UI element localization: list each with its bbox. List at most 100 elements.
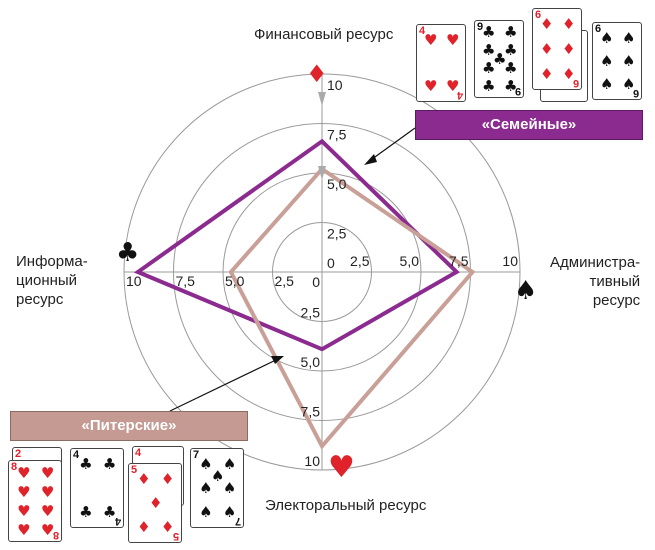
card-pip-icon: ♦ [562,15,576,34]
tick-label-up: 10 [327,77,343,93]
card-pip-icon: ♥ [40,520,55,539]
axis-arrow [318,92,326,106]
card-pip-icon: ♠ [199,479,213,497]
card-pip-icon: ♥ [40,464,55,483]
card-pip-icon: ♦ [137,470,151,488]
callout-line-semeynye [367,127,416,163]
card-rank: 4 [135,447,142,459]
tick-label-up: 2,5 [327,226,347,242]
callout-line-piterskie [169,357,281,412]
card-pip-icon: ♠ [622,52,636,70]
tick-label-center: 0 [312,274,320,290]
spade-suit-icon: ♠ [514,276,538,306]
card-pip-icon: ♣ [102,455,117,473]
card-pip-icon: ♠ [199,455,213,473]
axis-title-bottom: Электоральный ресурс [265,497,427,514]
card-pip-icon: ♦ [562,40,576,58]
card-pip-icon: ♣ [482,41,496,60]
callout-arrowhead [271,356,284,364]
callout-arrowhead [364,154,377,165]
card-pip-icon: ♦ [540,15,554,34]
card-pip-icon: ♠ [600,28,614,47]
tick-label-center: 0 [327,255,335,271]
card-pip-icon: ♦ [160,518,175,536]
card-rank: 5 [131,464,138,476]
tick-label-right: 2,5 [350,253,370,269]
card-rank: 6 [535,9,542,21]
card-pip-icon: ♦ [540,64,554,83]
card-rank: 4 [419,25,426,37]
club-suit-icon: ♣ [116,238,140,268]
card-pip-icon: ♣ [79,455,93,473]
card-pip-icon: ♦ [562,64,576,83]
card-pip-icon: ♣ [504,41,518,60]
series-label-piterskie: «Питерские» [10,411,248,441]
diamond-suit-icon: ♦ [306,60,328,88]
card-pip-icon: ♠ [600,75,614,94]
card-pip-icon: ♠ [600,52,614,70]
card-pip-icon: ♥ [17,501,31,520]
card-pip-icon: ♣ [79,503,93,521]
tick-label-down: 2,5 [301,305,321,321]
axis-arrow [318,166,326,180]
card-pip-icon: ♠ [622,75,636,94]
series-label-semeynye: «Семейные» [415,110,643,140]
card-rank: 9 [477,21,484,33]
tick-label-down: 7,5 [301,404,321,420]
card-pip-icon: ♠ [222,455,237,473]
tick-label-right: 7,5 [449,253,469,269]
tick-label-down: 5,0 [301,354,321,370]
tick-label-up: 5,0 [327,176,347,192]
card-pip-icon: ♦ [137,518,151,536]
tick-label-right: 10 [502,253,518,269]
card-pip-icon: ♣ [482,23,496,42]
card-pip-icon: ♠ [222,503,237,521]
heart-suit-icon: ♥ [328,450,355,485]
card-rank: 8 [11,461,18,473]
card-pip-icon: ♥ [424,30,438,49]
card-pip-icon: ♥ [40,501,55,520]
card-pip-icon: ♥ [40,482,55,501]
card-pip-icon: ♣ [102,503,117,521]
tick-label-left: 7,5 [176,273,196,289]
card-pip-icon: ♥ [17,520,31,539]
tick-label-down: 10 [304,453,320,469]
axis-title-left: Информа- ционный ресурс [16,253,88,308]
card-pip-icon: ♣ [504,23,518,42]
series-polygon [133,138,460,352]
card-pip-icon: ♥ [424,77,438,96]
card-rank: 7 [193,449,200,461]
axis-title-right: Администра- тивный ресурс [550,254,641,309]
tick-label-right: 5,0 [400,253,420,269]
card-pip-icon: ♣ [482,77,496,96]
tick-label-left: 5,0 [225,273,245,289]
axis-title-top: Финансовый ресурс [254,26,394,43]
card-pip-icon: ♦ [149,494,163,512]
card-pip-icon: ♥ [17,464,31,483]
card-pip-icon: ♥ [17,482,31,501]
card-pip-icon: ♠ [622,28,636,47]
tick-label-left: 2,5 [275,273,295,289]
card-rank: 2 [15,448,22,460]
card-pip-icon: ♣ [493,50,507,68]
card-pip-icon: ♦ [160,470,175,488]
card-pip-icon: ♣ [504,77,518,96]
card-pip-icon: ♦ [540,40,554,58]
card-pip-icon: ♣ [504,59,518,78]
tick-label-left: 10 [126,273,142,289]
card-pip-icon: ♥ [446,30,460,49]
card-rank: 6 [595,23,602,35]
series-polygon [228,166,476,450]
card-pip-icon: ♠ [211,467,225,485]
card-pip-icon: ♠ [222,479,237,497]
card-rank: 4 [73,449,80,461]
